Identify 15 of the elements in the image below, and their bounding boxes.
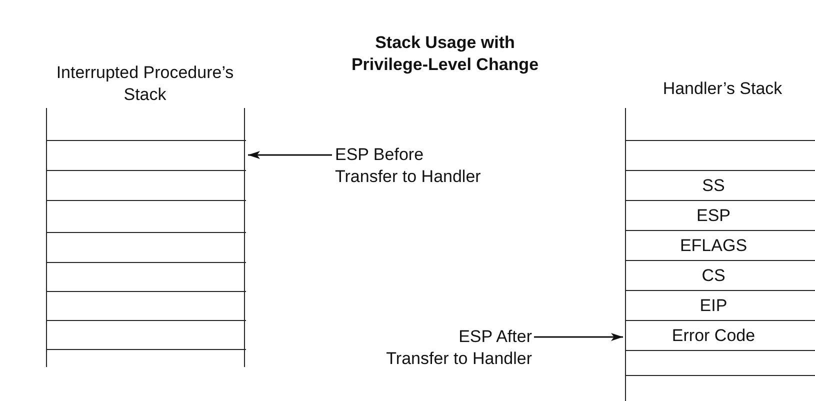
stack-slot: EIP bbox=[626, 290, 815, 320]
pointer-label: ESP Before Transfer to Handler bbox=[335, 144, 565, 188]
diagram-title: Stack Usage with Privilege-Level Change bbox=[350, 32, 540, 76]
stack-slot bbox=[626, 350, 815, 376]
stack-heading: Interrupted Procedure’s Stack bbox=[55, 62, 235, 106]
arrow bbox=[248, 151, 332, 159]
stack-slot: ESP bbox=[626, 200, 815, 230]
arrow bbox=[534, 333, 623, 341]
pointer-label: ESP After Transfer to Handler bbox=[300, 326, 532, 370]
stack-slot: EFLAGS bbox=[626, 230, 815, 260]
stack-slot bbox=[47, 320, 246, 350]
stack-slot: CS bbox=[626, 260, 815, 290]
stack-heading: Handler’s Stack bbox=[662, 78, 784, 100]
stack-slot: SS bbox=[626, 170, 815, 200]
stack-slot: Error Code bbox=[626, 320, 815, 350]
